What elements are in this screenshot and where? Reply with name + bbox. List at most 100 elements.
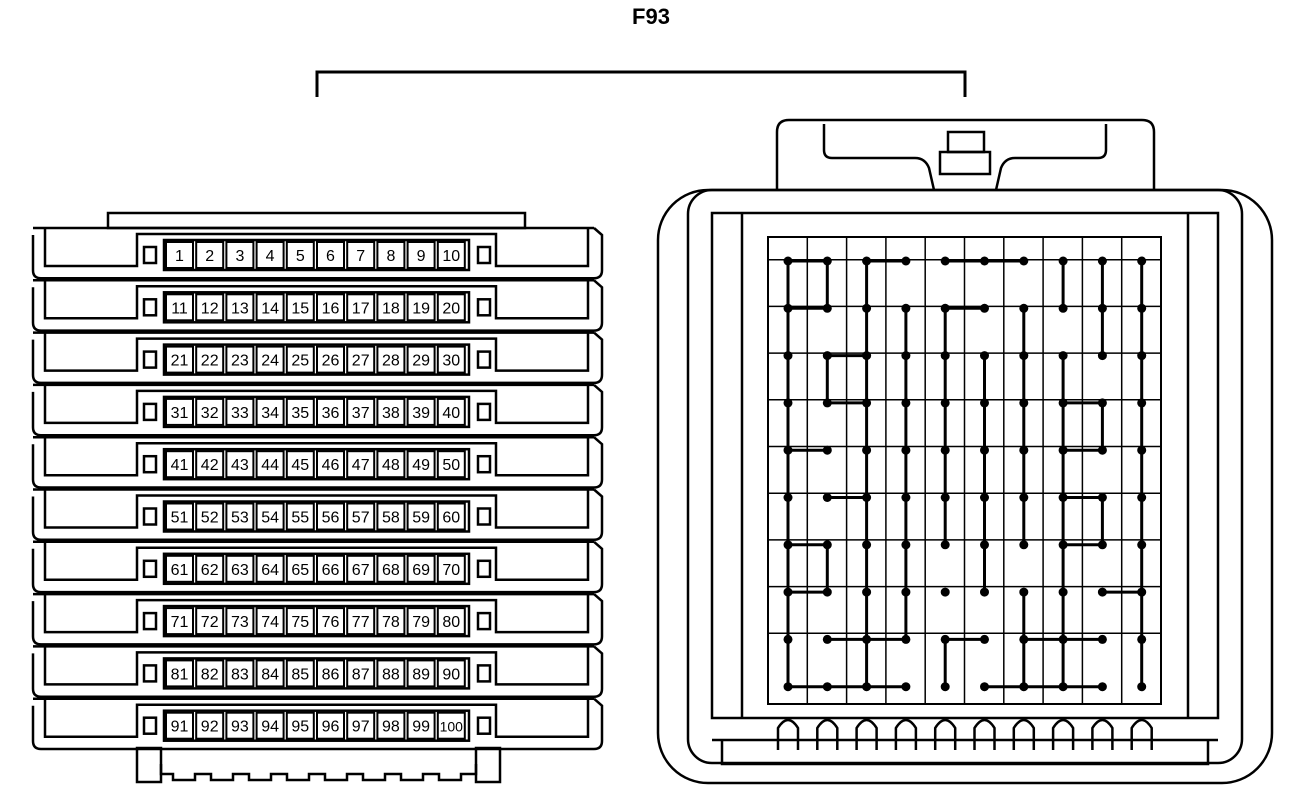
terminal-dot: [1097, 493, 1107, 502]
row-latch-left: [142, 716, 158, 735]
terminal-dot: [1137, 398, 1147, 408]
pin-number: 30: [442, 353, 460, 370]
pin-number: 95: [291, 719, 309, 736]
terminal-dot: [901, 256, 911, 266]
pin-number: 26: [322, 353, 340, 370]
pin-number: 7: [356, 248, 365, 265]
terminal-dot: [1019, 256, 1029, 266]
pin-number: 37: [352, 405, 370, 422]
terminal-finger: [894, 718, 918, 750]
terminal-dot: [783, 493, 793, 502]
terminal-finger: [973, 718, 996, 750]
terminal-dot: [1058, 682, 1068, 692]
pin-number: 11: [171, 300, 188, 317]
pin-number: 14: [261, 300, 279, 317]
pin-number: 23: [231, 353, 249, 370]
terminal-dot: [1097, 587, 1107, 597]
terminal-dot: [1097, 303, 1107, 313]
latch-button: [938, 150, 992, 176]
row-latch-left: [142, 402, 158, 422]
row-latch-left: [142, 507, 158, 526]
terminal-dot: [1058, 303, 1068, 313]
pin-cell: [436, 241, 466, 269]
terminal-dot: [1019, 445, 1029, 455]
pin-number: 10: [442, 248, 460, 265]
terminal-dot: [1137, 351, 1147, 361]
pin-cell: [165, 554, 194, 583]
terminal-dot: [940, 682, 950, 692]
terminal-dot: [940, 256, 950, 266]
pin-cell: [255, 397, 285, 426]
pin-cell: [225, 607, 255, 636]
pin-number: 19: [412, 300, 430, 317]
terminal-dot: [1019, 587, 1029, 597]
pin-number: 58: [382, 510, 400, 527]
row-body: [31, 279, 604, 332]
pin-cell: [376, 607, 406, 636]
pin-cell: [316, 345, 345, 374]
terminal-dot: [862, 351, 872, 361]
pin-cell: [195, 345, 225, 374]
pin-cell: [316, 293, 345, 322]
pin-number: 35: [291, 405, 309, 422]
terminal-dot: [1058, 493, 1068, 502]
row-latch-right: [476, 611, 492, 631]
terminal-dot: [862, 587, 872, 597]
pin-cell: [225, 502, 255, 531]
terminal-dot: [940, 587, 950, 597]
pin-number: 5: [296, 248, 305, 265]
terminal-dot: [1019, 303, 1029, 313]
pin-number: 72: [201, 614, 219, 631]
terminal-dot: [1097, 256, 1107, 266]
pin-number: 76: [322, 614, 340, 631]
pin-number: 21: [171, 353, 189, 370]
connector-rear-view: [656, 118, 1274, 785]
pin-cell: [436, 450, 466, 479]
terminal-dot: [862, 682, 872, 692]
pin-number: 67: [352, 562, 370, 579]
terminal-dot: [783, 303, 793, 313]
terminal-dot: [980, 256, 989, 266]
row-body: [31, 331, 604, 385]
terminal-dot: [862, 634, 872, 644]
latch-tab: [946, 130, 986, 154]
terminal-dot: [1137, 634, 1147, 644]
top-rail: [106, 211, 527, 230]
terminal-finger: [855, 718, 878, 750]
terminal-dot: [901, 587, 911, 597]
row-step-left: [43, 489, 590, 529]
pin-number: 92: [201, 719, 219, 736]
pin-cell: [316, 241, 345, 269]
terminal-dot: [1058, 351, 1068, 361]
terminal-dot: [901, 445, 911, 455]
pin-strip: [162, 709, 471, 742]
terminal-dot: [822, 587, 832, 597]
pin-number: 51: [171, 510, 189, 527]
pin-cell: [285, 659, 315, 688]
terminal-dot: [862, 540, 872, 550]
pin-number: 47: [352, 457, 370, 474]
terminal-dot: [862, 445, 872, 455]
pin-cell: [346, 607, 376, 636]
pin-cell: [346, 711, 376, 740]
pin-cell: [255, 502, 285, 531]
pin-cell: [406, 241, 436, 269]
pin-cell: [436, 607, 466, 636]
row-latch-left: [142, 664, 158, 683]
pin-number: 77: [352, 614, 370, 631]
terminal-dot: [783, 445, 793, 455]
terminal-dot: [862, 398, 872, 408]
terminal-dot: [1137, 682, 1147, 692]
pin-cell: [436, 345, 466, 374]
pin-number: 46: [322, 457, 340, 474]
row-body: [31, 436, 604, 489]
pin-number: 88: [382, 666, 400, 683]
pin-number: 83: [231, 666, 249, 683]
pin-cell: [285, 241, 315, 269]
terminal-dot: [980, 445, 989, 455]
